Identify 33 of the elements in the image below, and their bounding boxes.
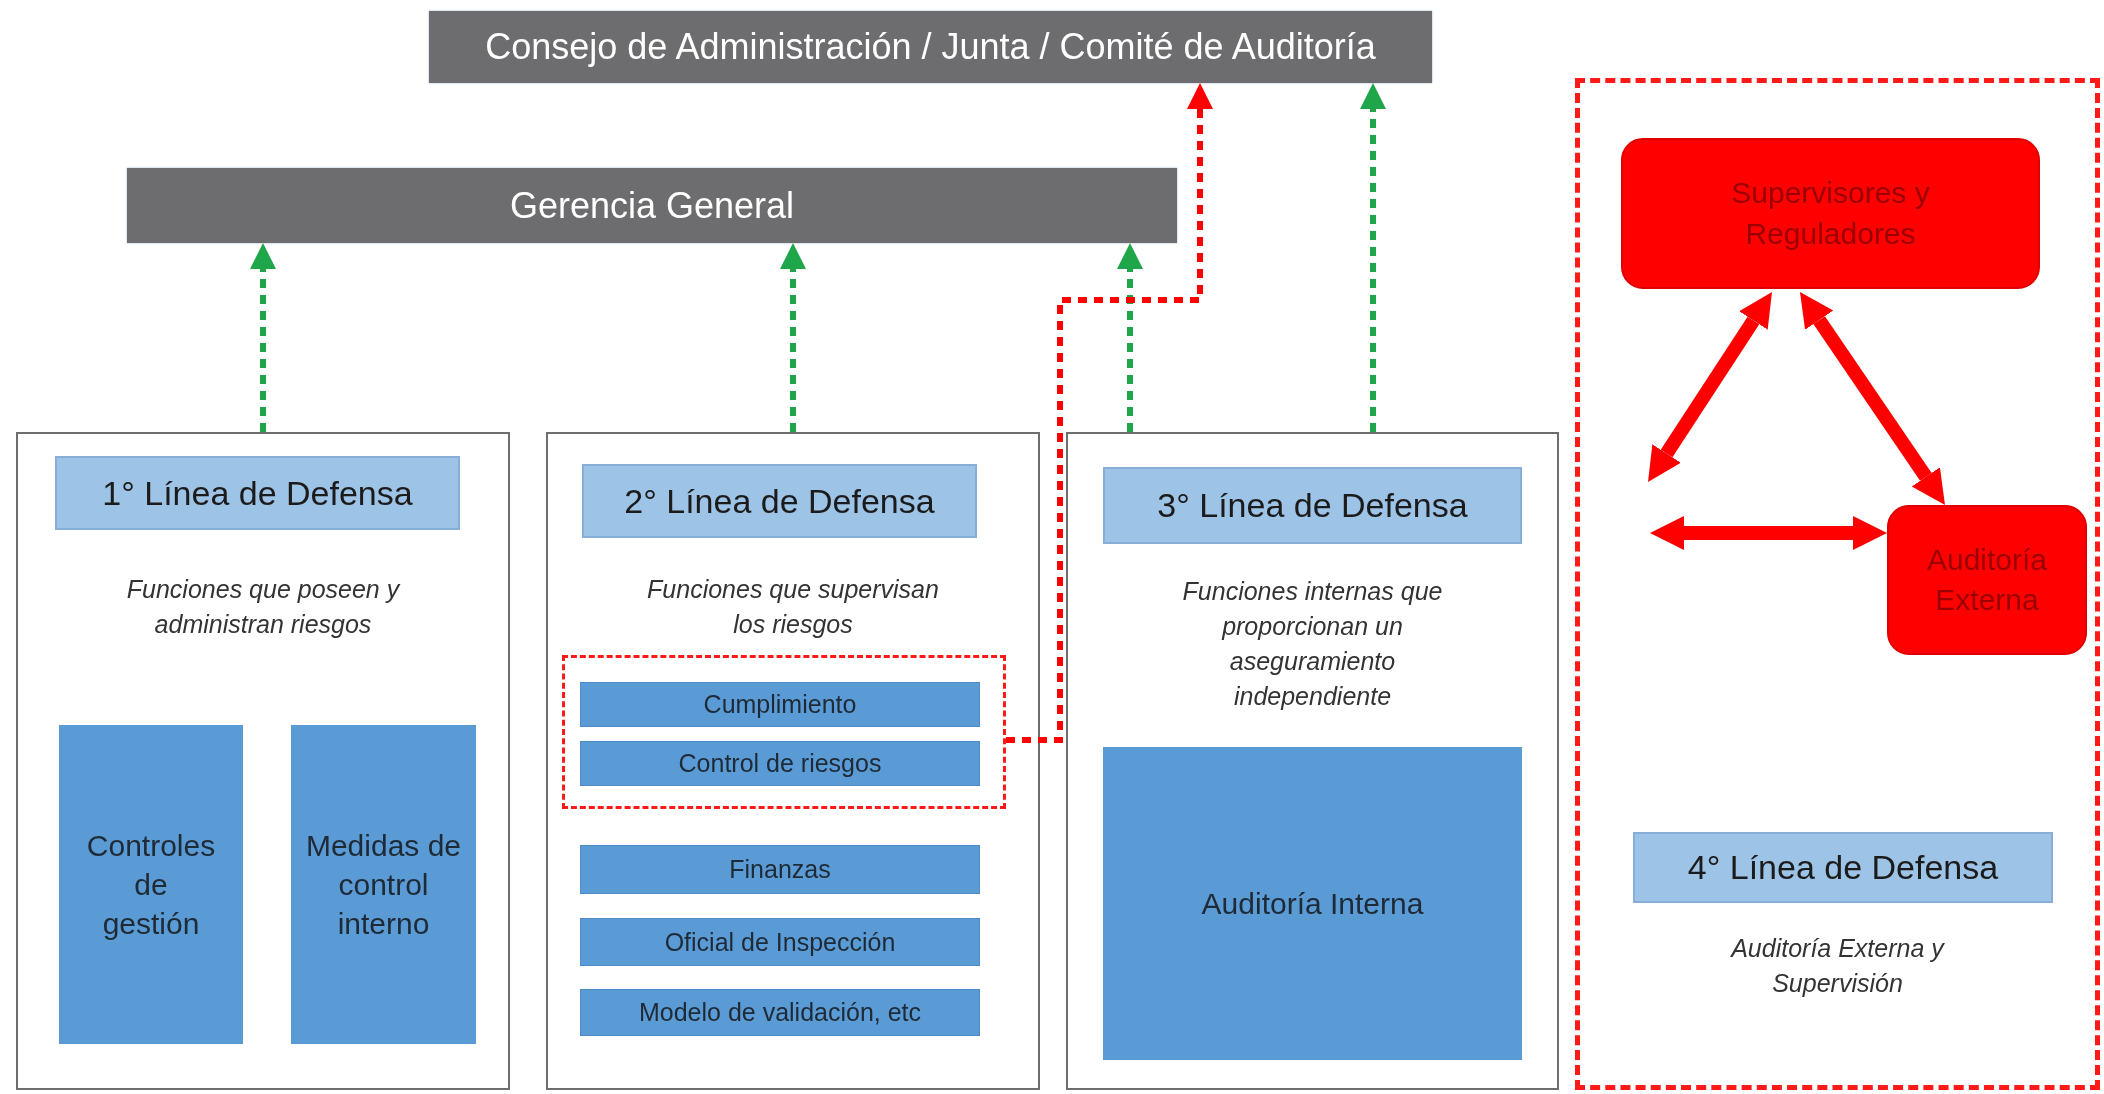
function-block: Auditoría Interna [1103, 747, 1522, 1060]
function-bar: Finanzas [580, 845, 980, 894]
panel-description: Funciones que poseen y administran riesgos [125, 574, 402, 640]
defense-panel [1066, 432, 1559, 1090]
line-heading: 1° Línea de Defensa [55, 456, 460, 530]
line-heading: 3° Línea de Defensa [1103, 467, 1522, 544]
title-bar: Gerencia General [127, 168, 1177, 243]
arrow [1360, 83, 1386, 432]
dashed-region-frame [1575, 78, 2100, 1090]
function-bar: Control de riesgos [580, 741, 980, 786]
function-block: Medidas de control interno [291, 725, 476, 1044]
defense-panel [16, 432, 510, 1090]
arrow [1006, 83, 1213, 743]
arrow [250, 243, 276, 432]
arrow [1650, 516, 1887, 550]
line-heading: 4° Línea de Defensa [1633, 832, 2053, 903]
panel-description: Funciones internas que proporcionan un aseguramiento independiente [1181, 576, 1444, 712]
dashed-group-frame [562, 655, 1006, 809]
panel-description: Funciones que supervisan los riesgos [646, 574, 940, 640]
arrow [1117, 243, 1143, 432]
arrow [780, 243, 806, 432]
function-block: Controles de gestión [59, 725, 243, 1044]
entity-box: Supervisores y Reguladores [1621, 138, 2040, 289]
arrow [1800, 292, 1945, 505]
function-bar: Oficial de Inspección [580, 918, 980, 966]
function-bar: Modelo de validación, etc [580, 989, 980, 1036]
arrow [1648, 292, 1772, 482]
function-bar: Cumplimiento [580, 682, 980, 727]
line-heading: 2° Línea de Defensa [582, 464, 977, 538]
title-bar: Consejo de Administración / Junta / Comité de Auditoría [429, 11, 1432, 83]
defense-panel [546, 432, 1040, 1090]
panel-description: Auditoría Externa y Supervisión [1729, 933, 1946, 999]
entity-box: Auditoría Externa [1887, 505, 2087, 655]
